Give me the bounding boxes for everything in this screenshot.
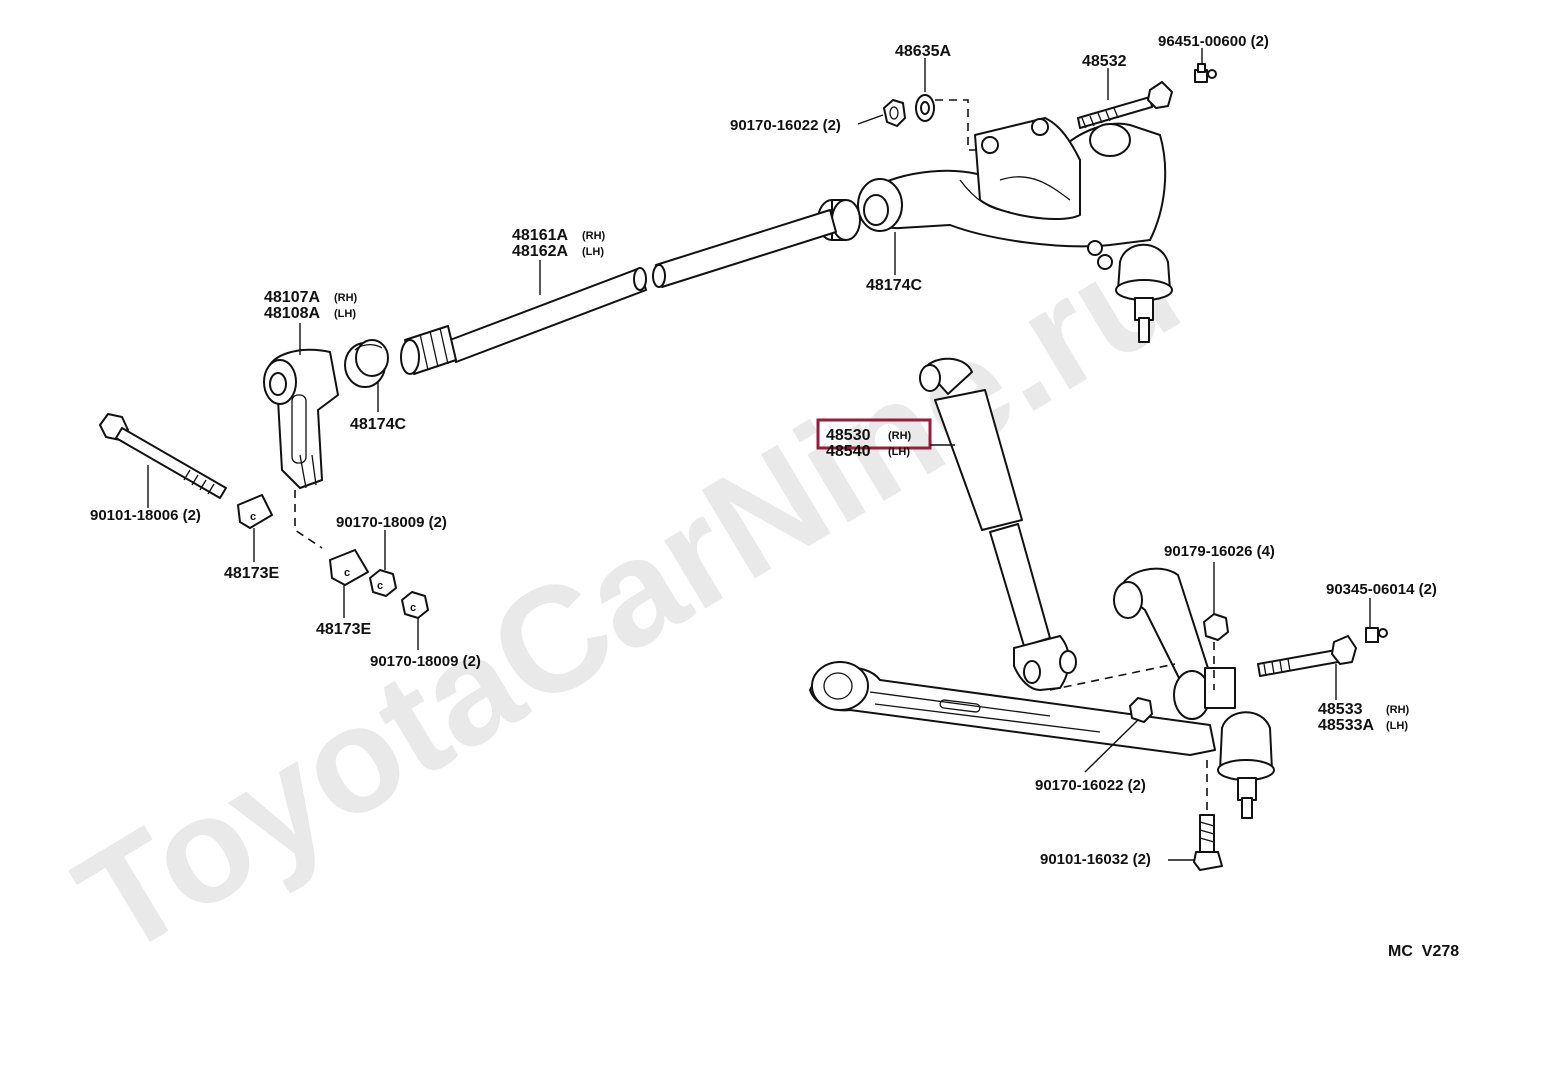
shock-absorber-48530 bbox=[919, 357, 1077, 691]
label-48107a: 48107A bbox=[264, 289, 320, 306]
anchor-arm-48107a bbox=[263, 348, 339, 489]
stopper-48173e-upper: c bbox=[237, 494, 273, 529]
dash-48635a bbox=[935, 99, 980, 151]
label-48161a-side: (RH) bbox=[582, 230, 606, 242]
label-90101-18006: 90101-18006 (2) bbox=[90, 507, 201, 524]
torsion-bar bbox=[400, 209, 837, 375]
grease-fitting-96451 bbox=[1194, 63, 1217, 83]
label-48174c-right: 48174C bbox=[866, 277, 922, 294]
label-48540-side: (LH) bbox=[888, 446, 910, 458]
label-48532: 48532 bbox=[1082, 53, 1127, 70]
upper-control-arm bbox=[857, 117, 1167, 270]
label-90179-16026: 90179-16026 (4) bbox=[1164, 543, 1275, 560]
bolt-48532 bbox=[1077, 81, 1173, 129]
nut-90170-16022-bottom bbox=[1129, 697, 1153, 723]
label-90170-16022-bottom: 90170-16022 (2) bbox=[1035, 777, 1146, 794]
nut-90170-16022-top bbox=[883, 99, 906, 127]
nut-90179-16026 bbox=[1203, 613, 1229, 641]
label-48533a: 48533A bbox=[1318, 717, 1374, 734]
label-48108a-side: (LH) bbox=[334, 308, 356, 320]
label-48530-side: (RH) bbox=[888, 430, 912, 442]
grease-fitting-90345 bbox=[1365, 627, 1388, 643]
lower-control-arm bbox=[809, 661, 1216, 756]
nut-90170-18009-a: c bbox=[369, 569, 397, 597]
washer-48635a bbox=[915, 94, 935, 122]
label-48162a: 48162A bbox=[512, 243, 568, 260]
stopper-48173e-lower: c bbox=[329, 549, 369, 586]
label-48161a: 48161A bbox=[512, 227, 568, 244]
label-90170-16022-top: 90170-16022 (2) bbox=[730, 117, 841, 134]
strut-bar-arm bbox=[1113, 567, 1236, 720]
label-48108a: 48108A bbox=[264, 305, 320, 322]
circle-mark-4: c bbox=[410, 602, 416, 614]
lead-90170-16022-bottom bbox=[1084, 719, 1139, 773]
bushing-48174c-left bbox=[344, 339, 389, 388]
label-48173e-2: 48173E bbox=[316, 621, 371, 638]
label-48107a-side: (RH) bbox=[334, 292, 358, 304]
label-90170-18009-b: 90170-18009 (2) bbox=[370, 653, 481, 670]
circle-mark-1: c bbox=[250, 511, 256, 523]
label-96451-00600: 96451-00600 (2) bbox=[1158, 33, 1269, 50]
label-48162a-side: (LH) bbox=[582, 246, 604, 258]
label-90345-06014: 90345-06014 (2) bbox=[1326, 581, 1437, 598]
highlight-box-48530 bbox=[816, 418, 932, 450]
label-48635a: 48635A bbox=[895, 43, 951, 60]
dash-shock-lower bbox=[1049, 663, 1176, 691]
lead-90170-16022-top bbox=[857, 114, 884, 125]
label-48173e-1: 48173E bbox=[224, 565, 279, 582]
circle-mark-2: c bbox=[344, 567, 350, 579]
nut-90170-18009-b: c bbox=[401, 591, 429, 619]
label-48530: 48530 bbox=[826, 427, 871, 444]
diagram-code: MC V278 bbox=[1388, 943, 1459, 960]
lower-ball-joint bbox=[1217, 711, 1275, 819]
label-48533a-side: (LH) bbox=[1386, 720, 1408, 732]
upper-ball-joint bbox=[1115, 243, 1173, 343]
label-90170-18009-a: 90170-18009 (2) bbox=[336, 514, 447, 531]
bolt-90101-16032 bbox=[1193, 814, 1223, 871]
label-48540: 48540 bbox=[826, 443, 871, 460]
dash-left-stopper bbox=[294, 490, 323, 549]
label-48533-side: (RH) bbox=[1386, 704, 1410, 716]
label-90101-16032: 90101-16032 (2) bbox=[1040, 851, 1151, 868]
label-48174c-left: 48174C bbox=[350, 416, 406, 433]
label-48533: 48533 bbox=[1318, 701, 1363, 718]
circle-mark-3: c bbox=[377, 580, 383, 592]
bolt-90101-18006 bbox=[99, 413, 227, 499]
bolt-48533 bbox=[1257, 635, 1357, 677]
